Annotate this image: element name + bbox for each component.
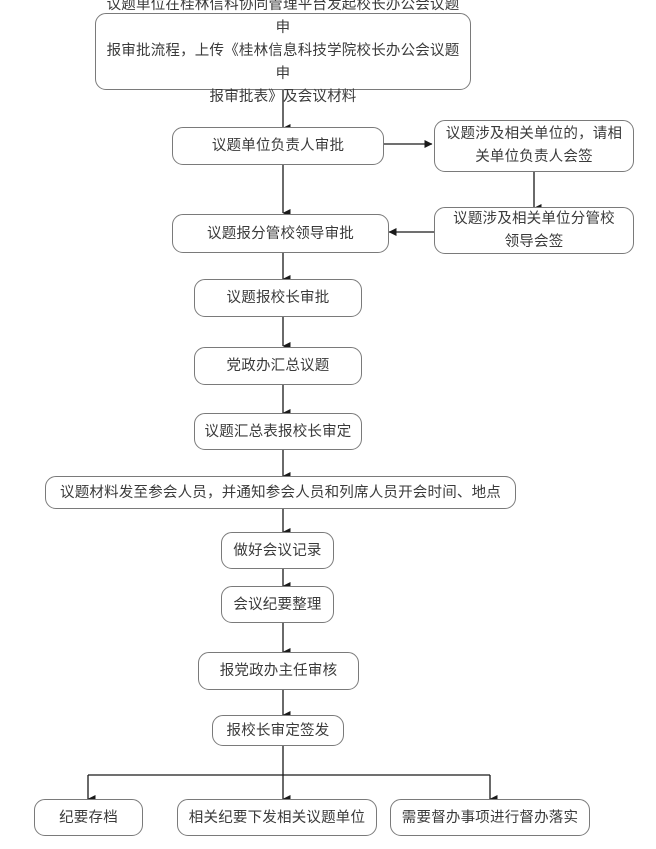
node-label: 需要督办事项进行督办落实	[401, 809, 579, 826]
node-vp-approval[interactable]: 议题报分管校领导审批	[172, 214, 389, 253]
node-label: 党政办汇总议题	[226, 358, 330, 374]
node-organize-minutes[interactable]: 会议纪要整理	[221, 586, 334, 623]
node-label: 报校长审定签发	[226, 722, 330, 739]
node-unit-head-approval[interactable]: 议题单位负责人审批	[172, 127, 384, 165]
node-distribute-minutes-to-units[interactable]: 相关纪要下发相关议题单位	[177, 799, 377, 836]
node-distribute-materials-notify[interactable]: 议题材料发至参会人员，并通知参会人员和列席人员开会时间、地点	[45, 476, 516, 509]
node-take-meeting-minutes[interactable]: 做好会议记录	[221, 532, 334, 569]
node-label: 议题单位在桂林信科协同管理平台发起校长办公会议题申 报审批流程，上传《桂林信息科…	[106, 0, 460, 105]
node-label: 议题材料发至参会人员，并通知参会人员和列席人员开会时间、地点	[60, 484, 501, 501]
node-label: 议题报校长审批	[226, 290, 330, 306]
node-initiate-application[interactable]: 议题单位在桂林信科协同管理平台发起校长办公会议题申 报审批流程，上传《桂林信息科…	[95, 0, 471, 105]
node-summary-table-president-review[interactable]: 议题汇总表报校长审定	[194, 413, 362, 450]
node-label: 做好会议记录	[233, 542, 322, 559]
node-label: 议题涉及相关单位的，请相 关单位负责人会签	[445, 126, 623, 165]
node-archive-minutes[interactable]: 纪要存档	[34, 799, 143, 836]
node-label: 议题报分管校领导审批	[207, 225, 354, 242]
node-related-unit-vp-countersign[interactable]: 议题涉及相关单位分管校 领导会签	[434, 207, 634, 254]
node-president-approval[interactable]: 议题报校长审批	[194, 279, 362, 317]
node-label: 报党政办主任审核	[219, 663, 338, 679]
node-office-aggregate-topics[interactable]: 党政办汇总议题	[194, 347, 362, 385]
node-label: 相关纪要下发相关议题单位	[188, 809, 366, 826]
node-label: 议题汇总表报校长审定	[204, 423, 352, 440]
node-label: 纪要存档	[59, 809, 118, 826]
node-supervise-implementation[interactable]: 需要督办事项进行督办落实	[390, 799, 590, 836]
node-label: 议题单位负责人审批	[211, 138, 345, 154]
node-label: 会议纪要整理	[233, 596, 322, 613]
node-president-sign-issue[interactable]: 报校长审定签发	[212, 715, 344, 746]
node-office-director-review[interactable]: 报党政办主任审核	[198, 652, 359, 690]
node-related-unit-head-countersign[interactable]: 议题涉及相关单位的，请相 关单位负责人会签	[434, 120, 634, 172]
node-label: 议题涉及相关单位分管校 领导会签	[453, 210, 615, 250]
